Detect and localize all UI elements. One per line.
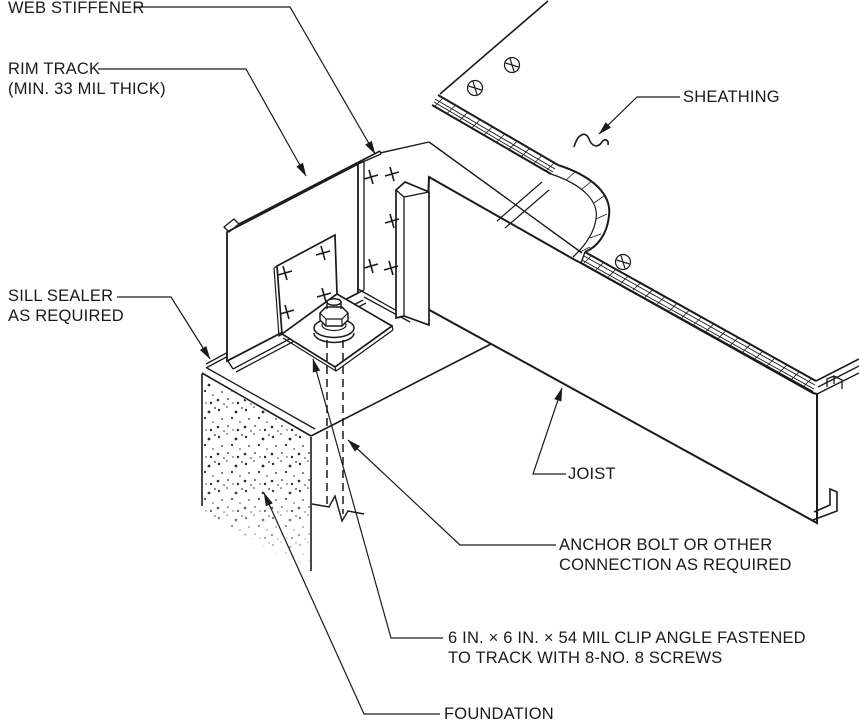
leader-rim-track xyxy=(98,68,307,177)
foundation-front-right-edge xyxy=(310,343,492,437)
foundation-front-left-edge xyxy=(201,372,312,437)
joist-top-flange-edge xyxy=(428,141,583,254)
anchor-bolt xyxy=(311,298,365,523)
joist-top-flange-back-edge xyxy=(379,141,430,154)
label-foundation: FOUNDATION xyxy=(444,705,554,723)
leader-anchor-bolt xyxy=(347,439,556,546)
joist-web xyxy=(422,175,818,525)
sheathing-break-edge xyxy=(439,0,549,95)
leader-sill-sealer xyxy=(117,296,211,360)
break-symbol xyxy=(311,494,365,523)
sheathing-edge-hatch-left xyxy=(434,97,555,172)
joist-bottom-lip xyxy=(812,487,838,521)
sheathing-edge-hatch-right xyxy=(583,254,813,387)
sheathing-notch-outer-curve xyxy=(557,164,611,253)
hex-nut xyxy=(319,306,349,327)
label-sill-sealer: SILL SEALER AS REQUIRED xyxy=(8,287,124,325)
sheathing-screw-icon xyxy=(466,56,632,271)
joist xyxy=(379,141,859,525)
label-rim-track: RIM TRACK (MIN. 33 MIL THICK) xyxy=(8,60,166,98)
clip-angle-screw-marks xyxy=(277,245,332,320)
sheathing xyxy=(431,0,859,393)
label-anchor-bolt: ANCHOR BOLT OR OTHER CONNECTION AS REQUI… xyxy=(559,536,792,574)
foundation-block xyxy=(201,343,492,574)
leader-web-stiffener xyxy=(134,6,376,155)
rim-track-flange-tab xyxy=(223,218,240,233)
track-screw-marks xyxy=(363,166,400,276)
leader-lines xyxy=(98,6,680,715)
label-joist: JOIST xyxy=(568,465,616,483)
sheathing-notch-inner-curve xyxy=(550,173,597,258)
web-stiffener xyxy=(395,181,430,327)
leader-foundation xyxy=(263,492,440,715)
label-sheathing: SHEATHING xyxy=(683,88,780,106)
joist-top-flange-right xyxy=(816,372,859,395)
leader-clip-angle xyxy=(312,358,443,639)
label-web-stiffener: WEB STIFFENER xyxy=(8,0,145,17)
rim-track-top-flange xyxy=(238,150,381,225)
rim-track-cut-edge xyxy=(357,160,365,294)
leader-sheathing xyxy=(598,96,680,135)
label-clip-angle: 6 IN. × 6 IN. × 54 MIL CLIP ANGLE FASTEN… xyxy=(448,629,806,667)
leader-joist xyxy=(532,387,566,475)
sheathing-break-symbol xyxy=(573,133,609,148)
